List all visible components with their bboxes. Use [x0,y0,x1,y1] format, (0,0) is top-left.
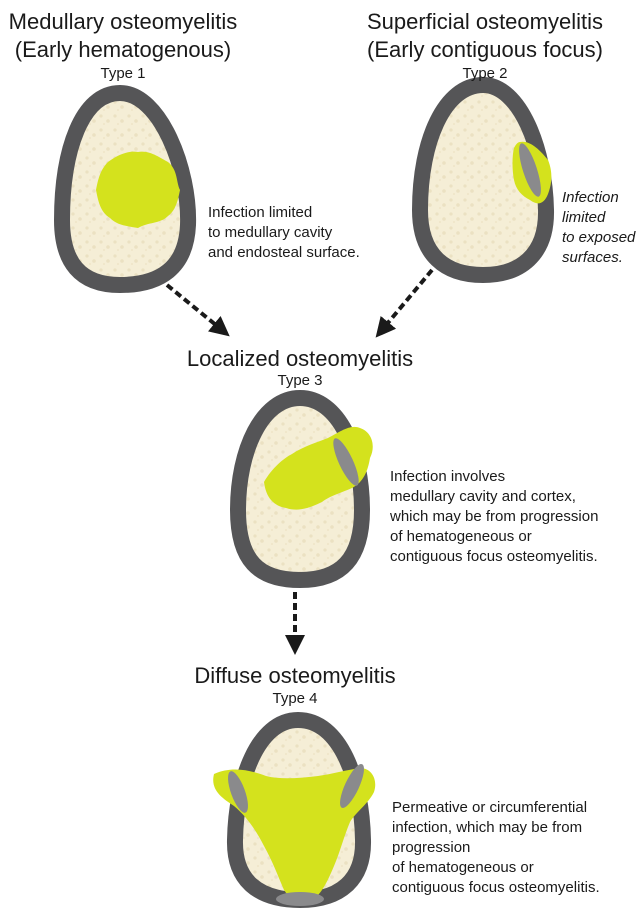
type4-label: Type 4 [250,690,340,708]
type4-description-line: progression [392,838,600,858]
type1-bone [62,93,188,285]
type4-description-line: contiguous focus osteomyelitis. [392,878,600,898]
type2-description-line: Infection [562,188,635,208]
type2-title-line1: Superficial osteomyelitis [350,8,620,36]
type3-title: Localized osteomyelitis [155,345,445,373]
type1-infection [96,152,180,228]
type4-bone [213,720,375,906]
type3-description-line: medullary cavity and cortex, [390,487,598,507]
type2-description-line: surfaces. [562,248,635,268]
type3-bone [238,398,373,580]
type4-defect-bottom [276,892,324,906]
type3-description-line: Infection involves [390,467,598,487]
type1-title-line1: Medullary osteomyelitis [8,8,238,36]
type4-description-line: Permeative or circumferential [392,798,600,818]
type2-label: Type 2 [440,65,530,83]
type4-description-line: of hematogeneous or [392,858,600,878]
type1-title-line2: (Early hematogenous) [8,36,238,64]
type3-description-line: which may be from progression [390,507,598,527]
type2-description: Infection limited to exposed surfaces. [562,188,635,268]
type4-title: Diffuse osteomyelitis [170,662,420,690]
type1-description: Infection limited to medullary cavity an… [208,203,360,263]
type3-description: Infection involves medullary cavity and … [390,467,598,567]
type4-description-line: infection, which may be from [392,818,600,838]
type2-title-line2: (Early contiguous focus) [350,36,620,64]
type1-description-line: Infection limited [208,203,360,223]
type3-description-line: of hematogeneous or [390,527,598,547]
type1-label: Type 1 [78,65,168,83]
type1-title: Medullary osteomyelitis (Early hematogen… [8,8,238,64]
type1-description-line: to medullary cavity [208,223,360,243]
type2-description-line: to exposed [562,228,635,248]
type3-description-line: contiguous focus osteomyelitis. [390,547,598,567]
type4-description: Permeative or circumferential infection,… [392,798,600,898]
type2-description-line: limited [562,208,635,228]
type2-bone [420,85,551,275]
type3-label: Type 3 [255,372,345,390]
arrow-type1-to-type3 [167,285,222,330]
type2-title: Superficial osteomyelitis (Early contigu… [350,8,620,64]
type1-description-line: and endosteal surface. [208,243,360,263]
arrow-type2-to-type3 [382,270,432,330]
